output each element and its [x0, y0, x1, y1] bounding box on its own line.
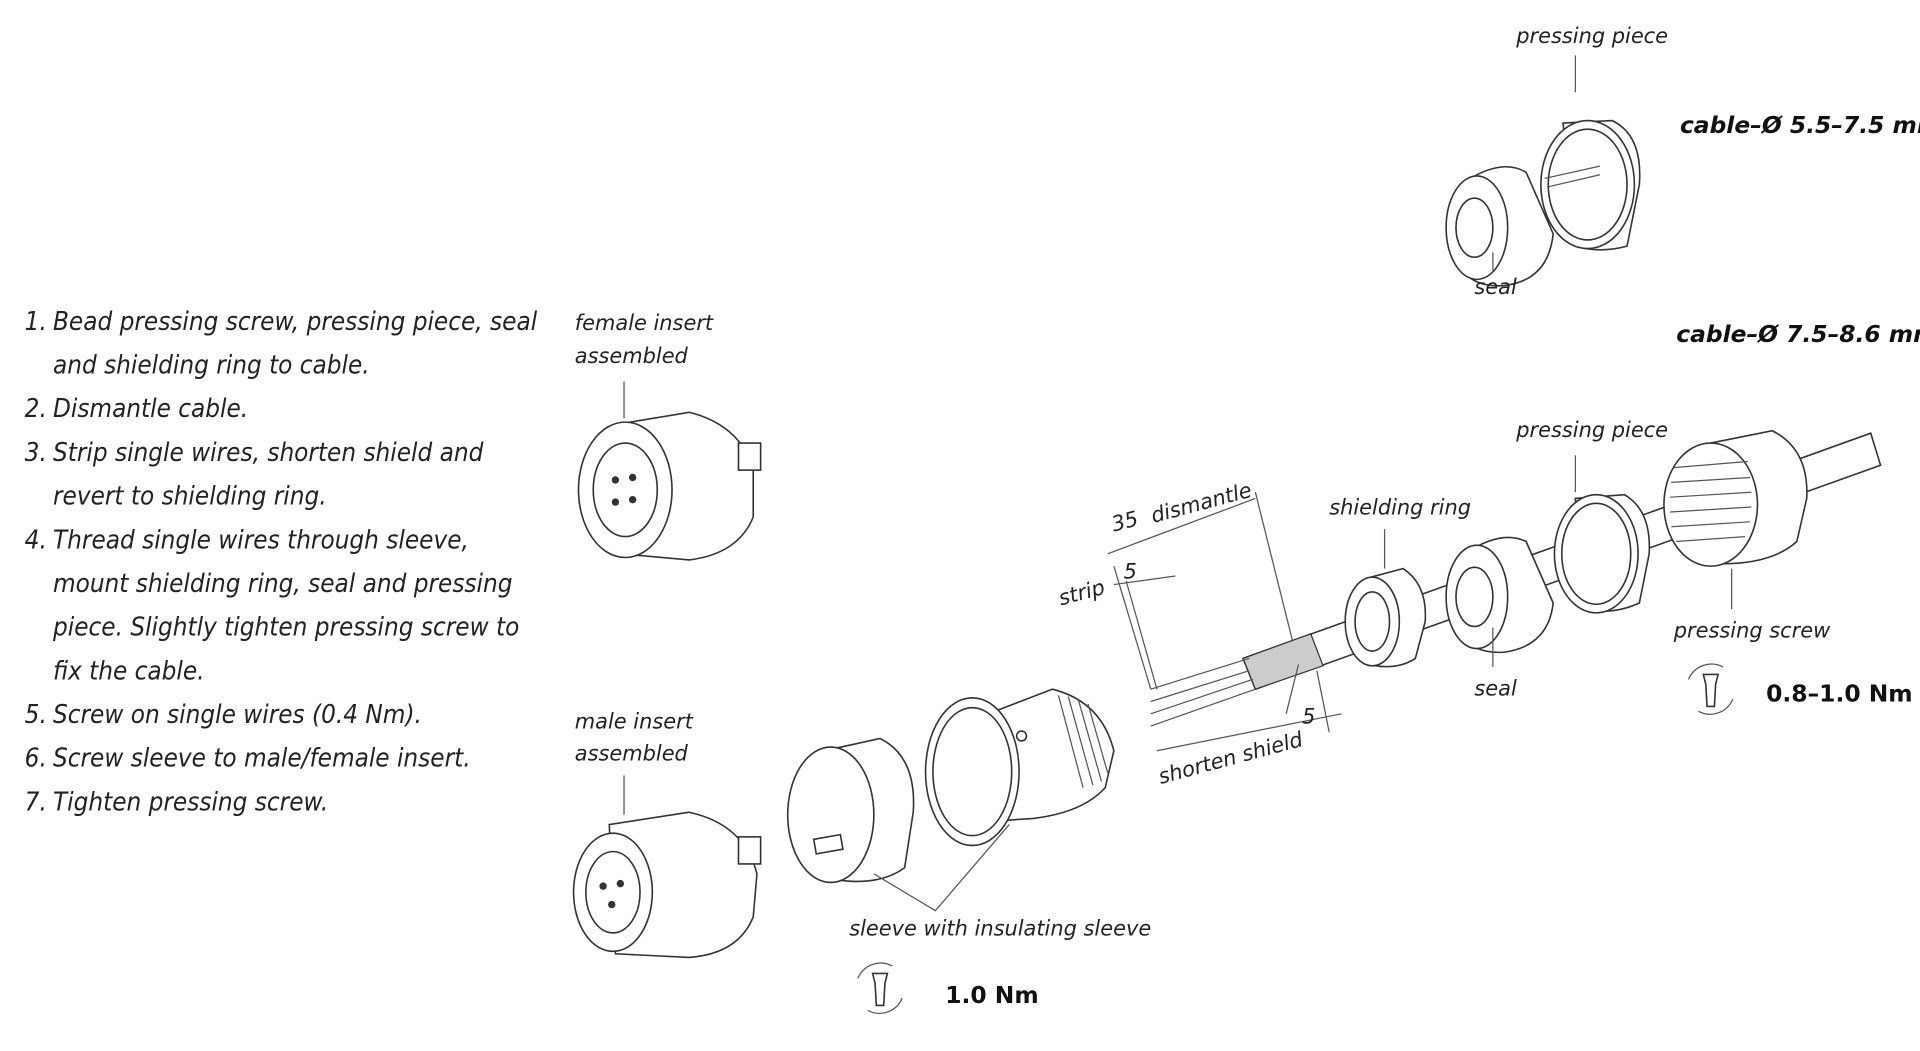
- instruction-text: Tighten pressing screw.: [53, 787, 328, 817]
- dimension-lines: [1107, 492, 1342, 752]
- pressing-piece-part: [1553, 493, 1651, 614]
- insulating-sleeve-part: [786, 737, 915, 884]
- female-insert-part: [577, 411, 762, 561]
- wrench-rotate-icon: [857, 962, 903, 1014]
- instruction-text: Screw sleeve to male/female insert.: [53, 744, 471, 774]
- male-insert-part: [572, 811, 762, 959]
- label-pressing-piece: pressing piece: [1515, 418, 1668, 442]
- label-shorten-value: 5: [1302, 705, 1315, 729]
- instruction-number: 1.: [25, 307, 47, 337]
- pressing-piece-small-part: [1540, 119, 1641, 251]
- instruction-number: 6.: [25, 744, 47, 774]
- label-strip-value: 5: [1124, 559, 1137, 583]
- sleeve-part: [924, 688, 1115, 847]
- leader-line: [873, 824, 1010, 912]
- label-shielding-ring: shielding ring: [1329, 495, 1471, 519]
- instruction-number: 5.: [25, 700, 47, 730]
- instruction-text: Strip single wires, shorten shield and: [53, 438, 484, 468]
- label-male-insert-2: assembled: [575, 742, 689, 766]
- label-seal-small: seal: [1474, 275, 1517, 299]
- instruction-number: 2.: [25, 394, 47, 424]
- label-sleeve: sleeve with insulating sleeve: [849, 916, 1151, 940]
- label-female-insert-1: female insert: [575, 311, 714, 335]
- label-strip: strip: [1056, 575, 1107, 610]
- instruction-text: piece. Slightly tighten pressing screw t…: [52, 613, 519, 643]
- wrench-rotate-icon: [1687, 663, 1734, 715]
- label-cable-range-large: cable–Ø 7.5–8.6 mm: [1676, 320, 1920, 348]
- instruction-text: Bead pressing screw, pressing piece, sea…: [53, 307, 538, 337]
- label-torque-sleeve: 1.0 Nm: [945, 981, 1038, 1009]
- instruction-number: 3.: [25, 438, 47, 468]
- seal-part: [1445, 536, 1555, 654]
- shielding-ring-part: [1344, 567, 1427, 668]
- label-seal: seal: [1474, 676, 1517, 700]
- instruction-text: Thread single wires through sleeve,: [53, 525, 469, 555]
- instruction-text: and shielding ring to cable.: [53, 351, 370, 381]
- instruction-text: Dismantle cable.: [53, 394, 248, 424]
- label-dismantle: dismantle: [1148, 478, 1254, 528]
- label-dismantle-value: 35: [1109, 506, 1141, 536]
- instruction-number: 4.: [25, 525, 47, 555]
- label-torque-screw: 0.8–1.0 Nm: [1766, 679, 1913, 707]
- instruction-text: mount shielding ring, seal and pressing: [53, 569, 513, 599]
- label-pressing-screw: pressing screw: [1673, 618, 1831, 642]
- pressing-screw-part: [1663, 429, 1808, 567]
- label-female-insert-2: assembled: [575, 344, 689, 368]
- instruction-text: revert to shielding ring.: [53, 482, 327, 512]
- label-male-insert-1: male insert: [575, 710, 694, 734]
- label-pressing-piece-small: pressing piece: [1515, 24, 1668, 48]
- instruction-text: Screw on single wires (0.4 Nm).: [53, 700, 422, 730]
- seal-small-part: [1445, 166, 1555, 287]
- instruction-text: fix the cable.: [53, 656, 205, 686]
- label-cable-range-small: cable–Ø 5.5–7.5 mm: [1680, 111, 1920, 139]
- instruction-number: 7.: [25, 787, 47, 817]
- instructions-list: 1.Bead pressing screw, pressing piece, s…: [25, 307, 538, 818]
